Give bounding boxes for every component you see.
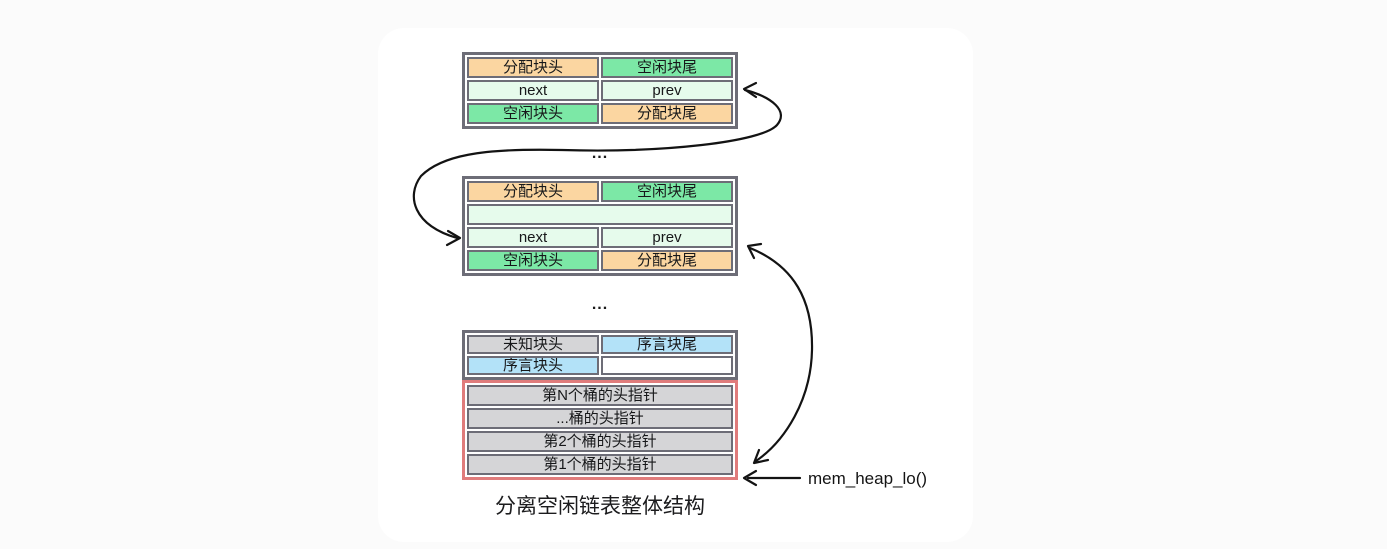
cell-prev-pointer: prev — [601, 80, 733, 101]
table-row — [467, 204, 733, 225]
cell-prologue-footer: 序言块尾 — [601, 335, 733, 354]
cell-payload-empty — [467, 204, 733, 225]
table-row: 未知块头 序言块尾 — [467, 335, 733, 354]
table-row: 分配块头 空闲块尾 — [467, 57, 733, 78]
ellipsis-separator-bottom: ... — [591, 296, 609, 313]
cell-prev-pointer: prev — [601, 227, 733, 248]
cell-bucket-n: 第N个桶的头指针 — [467, 385, 733, 406]
table-row: ...桶的头指针 — [467, 408, 733, 429]
cell-free-header: 空闲块头 — [467, 250, 599, 271]
cell-alloc-footer: 分配块尾 — [601, 103, 733, 124]
bucket-pointer-array: 第N个桶的头指针 ...桶的头指针 第2个桶的头指针 第1个桶的头指针 — [462, 380, 738, 480]
cell-next-pointer: next — [467, 227, 599, 248]
table-row: 第1个桶的头指针 — [467, 454, 733, 475]
cell-empty-white — [601, 356, 733, 375]
mem-heap-lo-label: mem_heap_lo() — [808, 469, 928, 488]
table-row: 第N个桶的头指针 — [467, 385, 733, 406]
cell-bucket-2: 第2个桶的头指针 — [467, 431, 733, 452]
table-row: next prev — [467, 80, 733, 101]
table-row: 空闲块头 分配块尾 — [467, 103, 733, 124]
table-row: 分配块头 空闲块尾 — [467, 181, 733, 202]
cell-free-header: 空闲块头 — [467, 103, 599, 124]
cell-alloc-header: 分配块头 — [467, 181, 599, 202]
free-block-top-table: 分配块头 空闲块尾 next prev 空闲块头 分配块尾 — [462, 52, 738, 129]
cell-unknown-header: 未知块头 — [467, 335, 599, 354]
table-row: 序言块头 — [467, 356, 733, 375]
diagram-caption: 分离空闲链表整体结构 — [495, 495, 705, 518]
cell-next-pointer: next — [467, 80, 599, 101]
cell-bucket-ellipsis: ...桶的头指针 — [467, 408, 733, 429]
cell-alloc-footer: 分配块尾 — [601, 250, 733, 271]
cell-alloc-header: 分配块头 — [467, 57, 599, 78]
heap-start-table: 未知块头 序言块尾 序言块头 — [462, 330, 738, 380]
table-row: 空闲块头 分配块尾 — [467, 250, 733, 271]
cell-free-footer: 空闲块尾 — [601, 181, 733, 202]
table-row: 第2个桶的头指针 — [467, 431, 733, 452]
cell-bucket-1: 第1个桶的头指针 — [467, 454, 733, 475]
cell-prologue-header: 序言块头 — [467, 356, 599, 375]
cell-free-footer: 空闲块尾 — [601, 57, 733, 78]
table-row: next prev — [467, 227, 733, 248]
free-block-middle-table: 分配块头 空闲块尾 next prev 空闲块头 分配块尾 — [462, 176, 738, 276]
ellipsis-separator-top: ... — [591, 145, 609, 162]
